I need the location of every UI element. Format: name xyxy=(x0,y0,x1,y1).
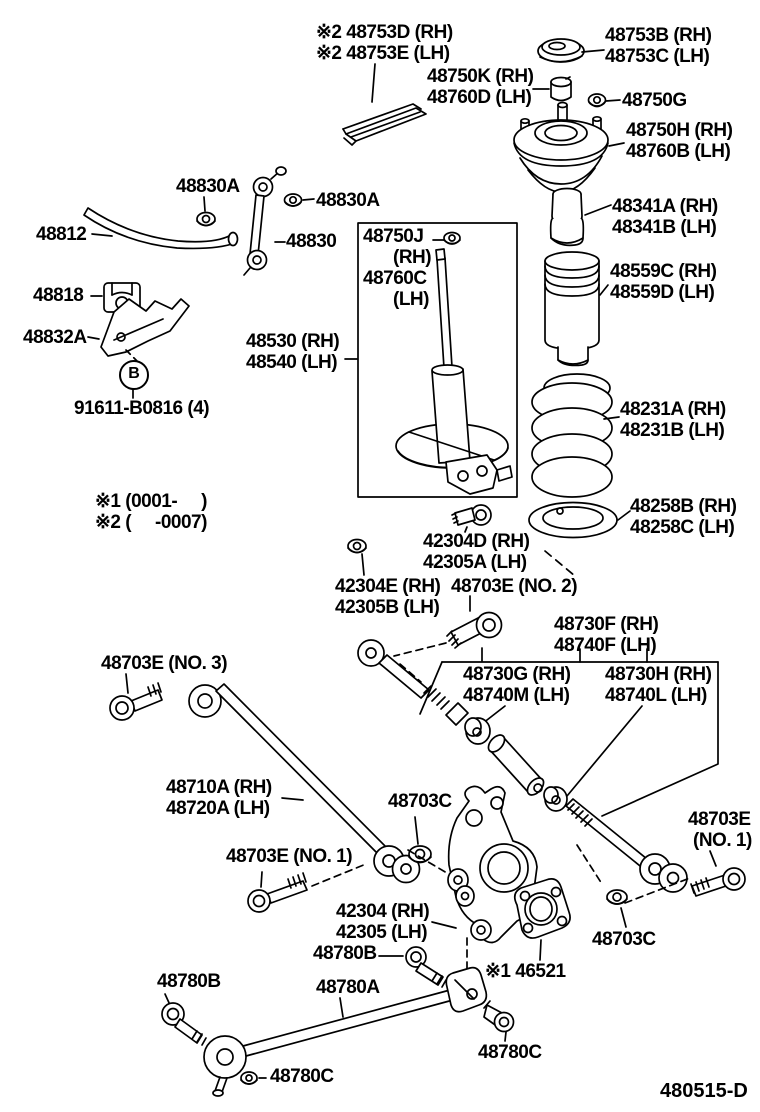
part-label-42304D-42305A: 42304D (RH)42305A (LH) xyxy=(423,531,530,573)
circled-marker-b: B xyxy=(119,360,149,390)
part-label-48780A: 48780A xyxy=(316,977,380,998)
nut-art-48703C-right xyxy=(606,889,628,928)
dust-cover-art xyxy=(549,187,612,247)
hub-flange-art xyxy=(513,878,571,961)
part-label-48559C-48559D: 48559C (RH)48559D (LH) xyxy=(610,261,717,303)
nut-art-48830A-2 xyxy=(283,193,315,207)
bolt-art-48703E-no3 xyxy=(109,682,163,721)
part-label-48730G-48740M: 48730G (RH)48740M (LH) xyxy=(463,664,571,706)
part-label-48258B-48258C: 48258B (RH)48258C (LH) xyxy=(630,496,737,538)
stab-bracket-art xyxy=(87,298,190,399)
part-label-48780B-upper: 48780B xyxy=(313,943,377,964)
diagram-code: 480515-D xyxy=(660,1080,748,1102)
part-label-42304-42305: 42304 (RH)42305 (LH) xyxy=(336,901,430,943)
nut-art-48830A-1 xyxy=(196,196,216,227)
strut-box-outline xyxy=(357,222,518,498)
part-label-48750K-48760D: 48750K (RH)48760D (LH) xyxy=(427,66,534,108)
support-cap-art xyxy=(537,38,605,63)
nut-art-42304E xyxy=(347,538,367,576)
part-label-48703E-no3: 48703E (NO. 3) xyxy=(101,653,228,674)
part-label-48730H-48740L: 48730H (RH)48740L (LH) xyxy=(605,664,712,706)
arm-no2-art xyxy=(357,639,469,726)
part-label-48750G: 48750G xyxy=(622,90,687,111)
bumper-cylinder-art xyxy=(544,251,609,367)
part-label-48703E-no2: 48703E (NO. 2) xyxy=(451,576,578,597)
part-label-48832A: 48832A xyxy=(23,327,87,348)
arm-48710A-art xyxy=(125,673,421,884)
bolt-art-42304D xyxy=(451,504,492,533)
part-label-48780C-left: 48780C xyxy=(270,1066,334,1087)
arm-no1-right-art xyxy=(565,798,688,893)
part-label-48530-48540: 48530 (RH)48540 (LH) xyxy=(246,331,340,373)
bolt-art-48703E-no1-right xyxy=(690,850,746,897)
assembly-axis-dash-2 xyxy=(624,877,691,904)
assembly-axis-dash-1 xyxy=(576,844,603,885)
nut-art-48780C-left xyxy=(240,1071,267,1085)
part-label-48830A-2: 48830A xyxy=(316,190,380,211)
part-label-48750J-48760C: 48750J(RH)48760C(LH) xyxy=(363,226,432,310)
bushing-art-48750K xyxy=(532,76,572,102)
part-label-48830A-1: 48830A xyxy=(176,176,240,197)
part-label-48830: 48830 xyxy=(286,231,337,252)
part-label-48753D-48753E: ※2 48753D (RH)※2 48753E (LH) xyxy=(316,22,453,64)
part-label-42304E-42305B: 42304E (RH)42305B (LH) xyxy=(335,576,441,618)
bolt-art-48780B-left xyxy=(161,993,207,1046)
spring-seat-art xyxy=(528,501,631,577)
part-label-48341A-48341B: 48341A (RH)48341B (LH) xyxy=(612,196,718,238)
stabilizer-bar-art xyxy=(83,207,239,250)
nut-art-48750J xyxy=(432,231,461,245)
part-label-48780C-right: 48780C xyxy=(478,1042,542,1063)
knuckle-art xyxy=(431,785,538,944)
part-label-48710A-48720A: 48710A (RH)48720A (LH) xyxy=(166,777,272,819)
part-label-46521: ※1 46521 xyxy=(485,961,566,982)
note-block: ※1 (0001- )※2 ( -0007) xyxy=(95,491,207,533)
part-label-48703C-center: 48703C xyxy=(388,791,452,812)
part-label-48703E-no1-left: 48703E (NO. 1) xyxy=(226,846,353,867)
nut-art-48750G xyxy=(587,93,621,108)
part-label-48231A-48231B: 48231A (RH)48231B (LH) xyxy=(620,399,726,441)
part-label-91611-B0816: 91611-B0816 (4) xyxy=(74,398,210,419)
support-mount-art xyxy=(513,101,625,193)
assembly-axis-dash-3 xyxy=(407,849,453,877)
part-label-48818: 48818 xyxy=(33,285,84,306)
part-label-48750H-48760B: 48750H (RH)48760B (LH) xyxy=(626,120,733,162)
bolt-art-48780C-right xyxy=(483,1000,515,1042)
arm-bushing-collar-art xyxy=(464,717,568,812)
strut-rod-48780A-art xyxy=(203,966,488,1097)
bolt-art-48703E-no2 xyxy=(393,595,503,662)
part-label-48703C-right: 48703C xyxy=(592,929,656,950)
part-label-48812: 48812 xyxy=(36,224,87,245)
retainer-strip-art xyxy=(342,63,427,146)
bolt-art-48703E-no1-left xyxy=(247,863,367,913)
strut-art xyxy=(395,248,513,495)
bolt-art-48780B-upper xyxy=(378,946,447,988)
part-label-48780B-left: 48780B xyxy=(157,971,221,992)
part-label-48730F-48740F: 48730F (RH)48740F (LH) xyxy=(554,614,659,656)
coil-spring-art xyxy=(531,373,620,498)
nut-art-48703C-center xyxy=(408,816,432,864)
stabilizer-link-art xyxy=(243,166,287,276)
part-label-48703E-no1-right: 48703E(NO. 1) xyxy=(688,809,752,851)
part-label-48753B-48753C: 48753B (RH)48753C (LH) xyxy=(605,25,712,67)
